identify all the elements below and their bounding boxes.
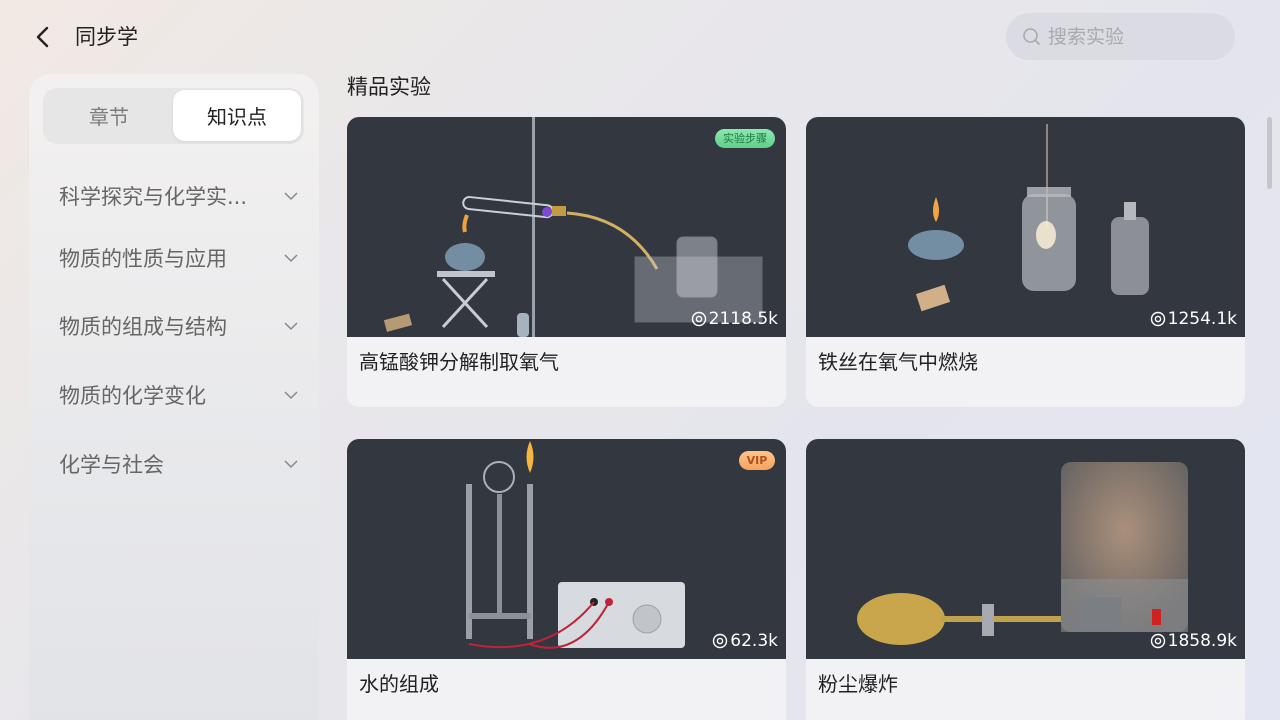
tab-chapter[interactable]: 章节 [89, 105, 129, 129]
experiment-name: 高锰酸钾分解制取氧气 [359, 350, 559, 374]
chevron-down-icon [284, 254, 298, 263]
experiment-thumbnail: 1858.9k [806, 439, 1245, 659]
chevron-down-icon [284, 322, 298, 331]
lab-apparatus-illustration [466, 441, 685, 649]
category-label: 物质的化学变化 [59, 384, 206, 408]
experiment-name: 粉尘爆炸 [818, 672, 898, 696]
search-icon [1023, 27, 1040, 45]
chevron-down-icon [284, 391, 298, 400]
chevron-left-icon [36, 26, 49, 48]
category-item[interactable]: 物质的组成与结构 [59, 306, 299, 346]
back-button[interactable] [30, 22, 56, 52]
view-count: 2118.5k [691, 309, 778, 329]
lab-apparatus-illustration [383, 117, 763, 337]
eye-icon [1150, 311, 1165, 327]
lab-apparatus-illustration [857, 462, 1188, 645]
experiment-thumbnail: 实验步骤 2118.5k [347, 117, 786, 337]
category-label: 化学与社会 [59, 453, 164, 477]
section-title: 精品实验 [347, 75, 431, 99]
category-label: 科学探究与化学实... [59, 185, 248, 209]
tab-knowledge-point[interactable]: 知识点 [173, 90, 301, 141]
category-label: 物质的性质与应用 [59, 247, 227, 271]
category-item[interactable]: 物质的性质与应用 [59, 238, 299, 278]
sidebar: 章节 知识点 科学探究与化学实... 物质的性质与应用 物质的组成与结构 物质的… [29, 74, 319, 720]
view-toggle: 章节 知识点 [43, 88, 304, 144]
view-count: 62.3k [712, 631, 778, 651]
eye-icon [713, 633, 728, 649]
lab-apparatus-illustration [908, 124, 1149, 312]
category-item[interactable]: 科学探究与化学实... [59, 176, 299, 216]
chevron-down-icon [284, 460, 298, 469]
chevron-down-icon [284, 192, 298, 201]
eye-icon [691, 311, 706, 327]
search-input[interactable] [1048, 25, 1218, 48]
view-count-value: 62.3k [730, 631, 778, 651]
experiment-name: 水的组成 [359, 672, 439, 696]
experiment-name: 铁丝在氧气中燃烧 [818, 350, 978, 374]
page-title: 同步学 [75, 25, 138, 49]
view-count: 1254.1k [1150, 309, 1237, 329]
header: 同步学 [0, 0, 1280, 74]
experiment-card[interactable]: VIP 62.3k 水的组成 [347, 439, 786, 720]
experiment-thumbnail: VIP 62.3k [347, 439, 786, 659]
eye-icon [1150, 633, 1165, 649]
view-count-value: 1254.1k [1167, 309, 1237, 329]
category-item[interactable]: 物质的化学变化 [59, 375, 299, 415]
vip-badge: VIP [739, 451, 775, 470]
experiment-card[interactable]: 实验步骤 2118.5k 高锰酸钾分解制取氧气 [347, 117, 786, 407]
experiment-thumbnail: 1254.1k [806, 117, 1245, 337]
view-count-value: 1858.9k [1167, 631, 1237, 651]
scrollbar[interactable] [1267, 117, 1272, 189]
search-box[interactable] [1006, 13, 1235, 60]
experiment-card[interactable]: 1858.9k 粉尘爆炸 [806, 439, 1245, 720]
view-count-value: 2118.5k [708, 309, 778, 329]
view-count: 1858.9k [1150, 631, 1237, 651]
category-item[interactable]: 化学与社会 [59, 444, 299, 484]
category-label: 物质的组成与结构 [59, 315, 227, 339]
experiment-card[interactable]: 1254.1k 铁丝在氧气中燃烧 [806, 117, 1245, 407]
steps-badge: 实验步骤 [715, 129, 775, 148]
